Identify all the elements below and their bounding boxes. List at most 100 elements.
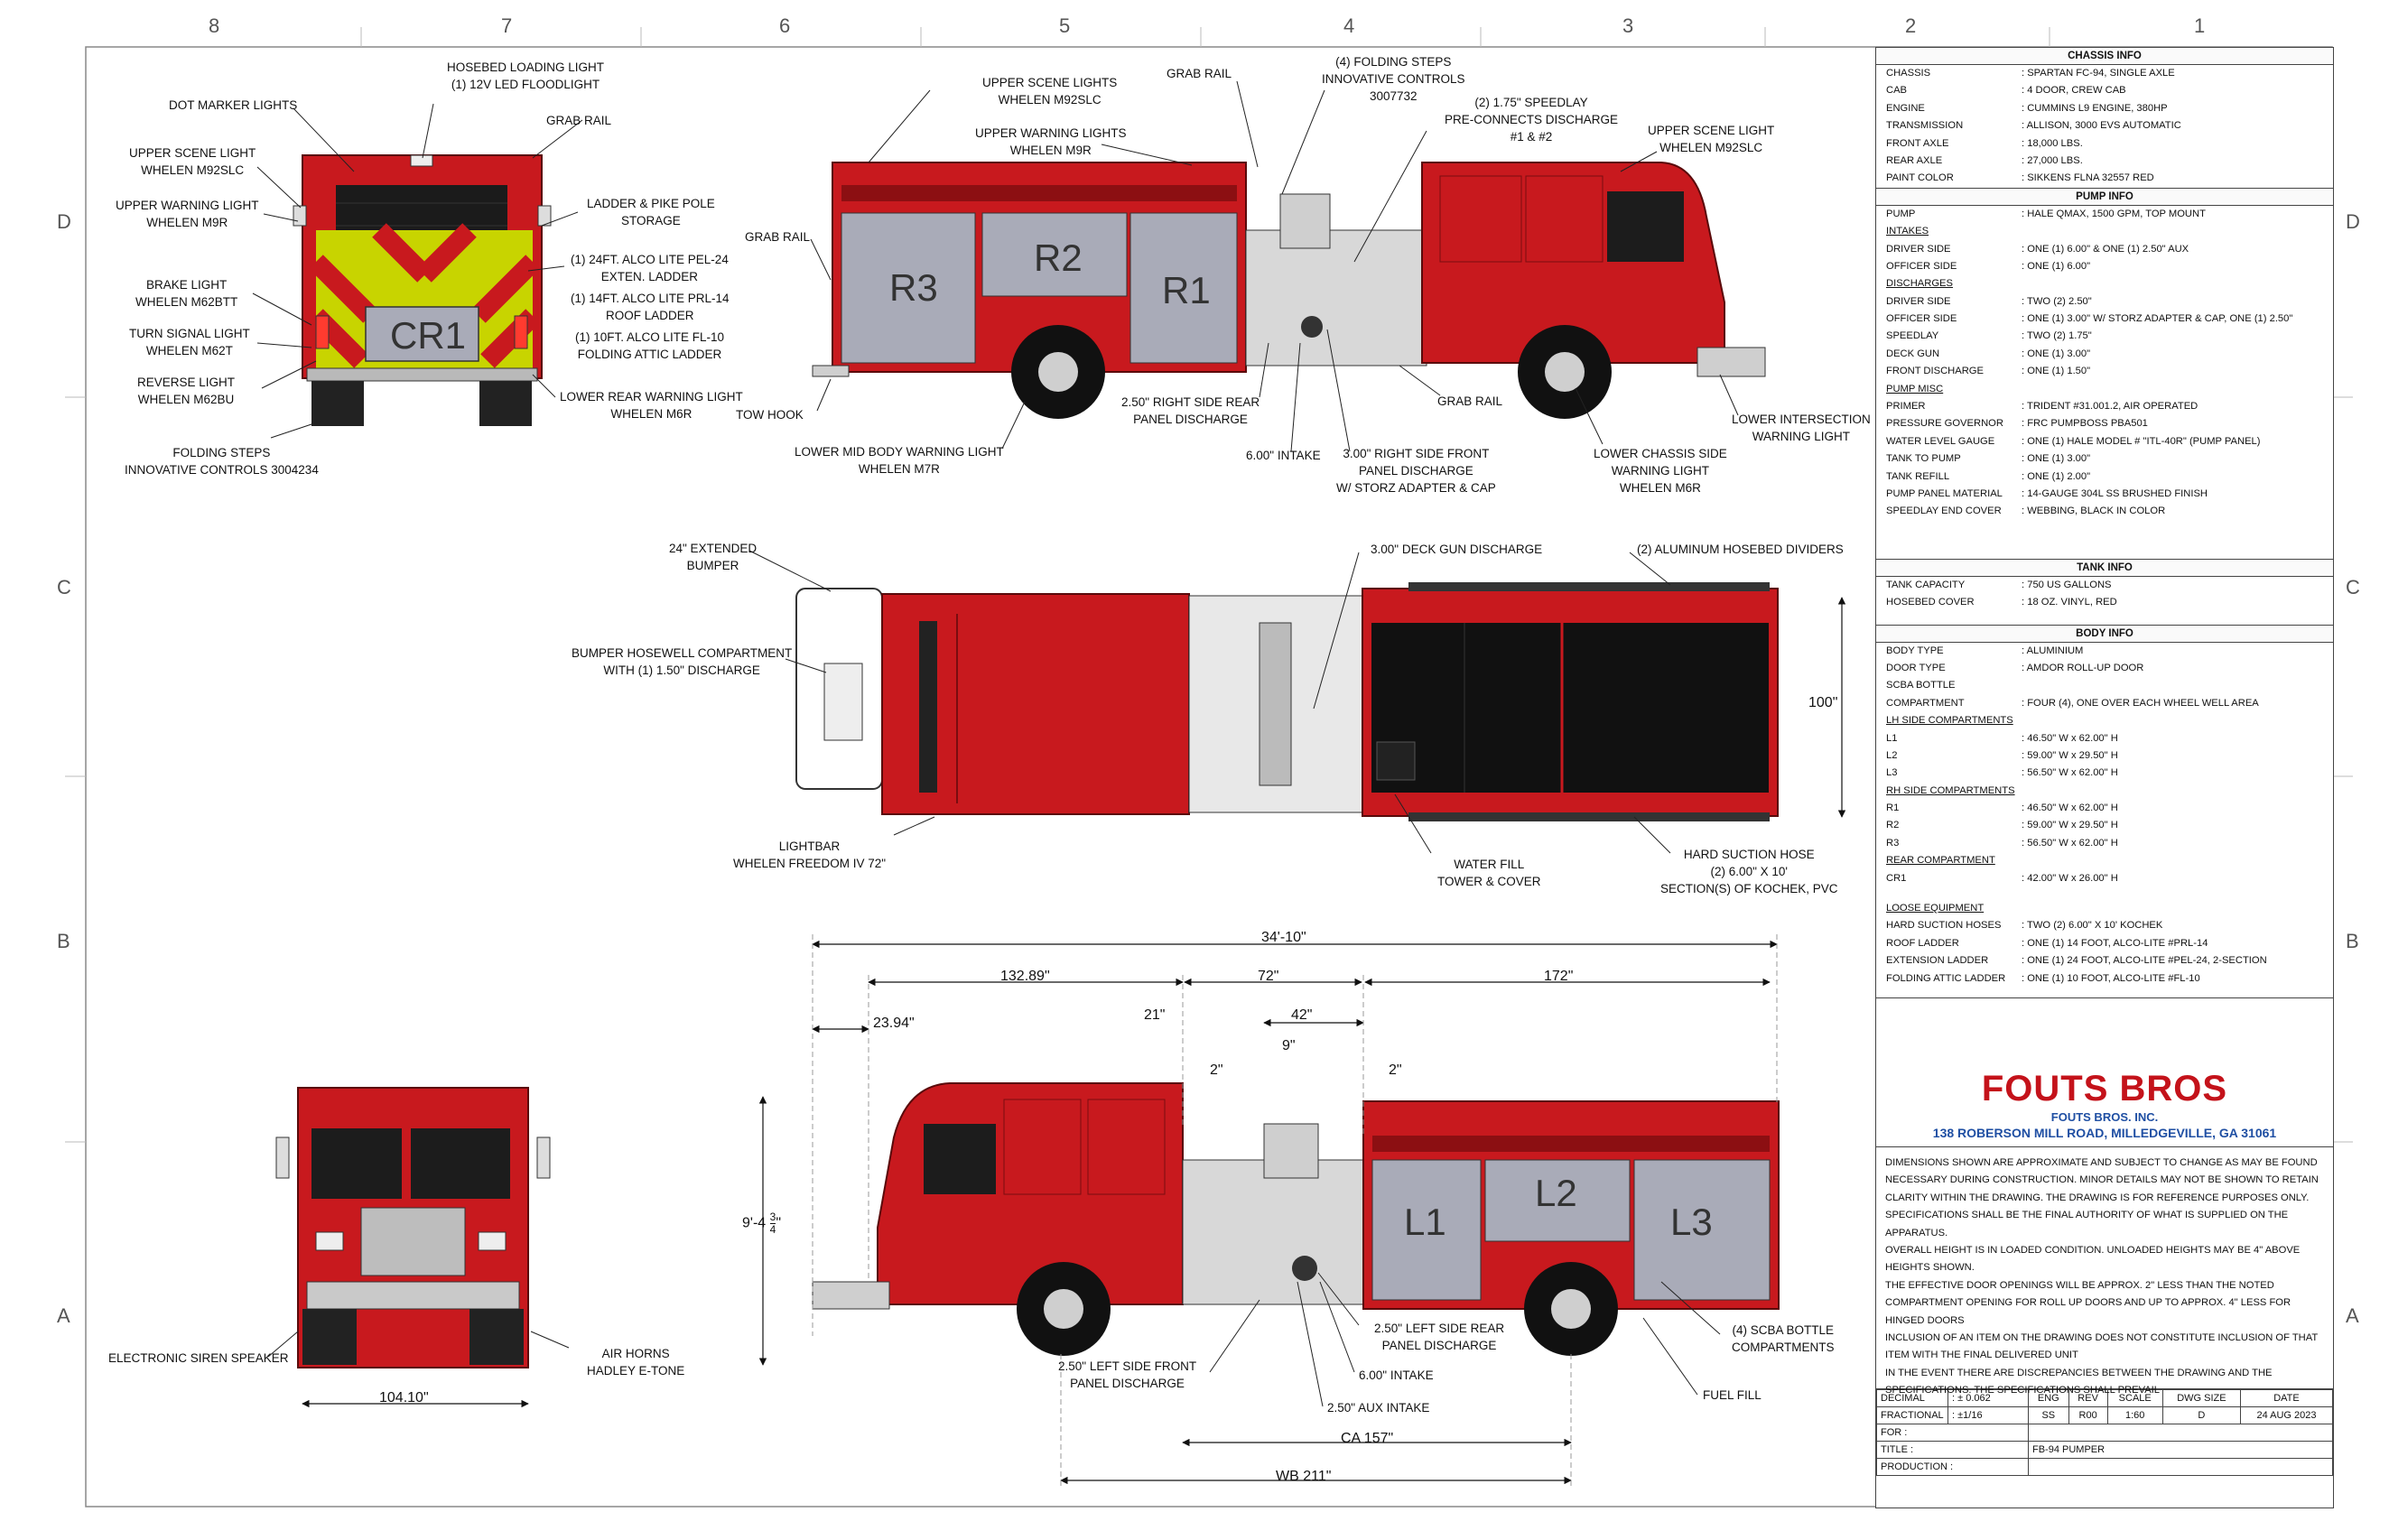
zone-row-a-left: A	[57, 1304, 70, 1327]
loose-equipment-row: ROOF LADDER: ONE (1) 14 FOOT, ALCO-LITE …	[1876, 935, 2333, 952]
dim-42: 42"	[1291, 1007, 1313, 1023]
loose-equipment-row: EXTENSION LADDER: ONE (1) 24 FOOT, ALCO-…	[1876, 952, 2333, 969]
tb-decimal-label: DECIMAL	[1876, 1388, 1948, 1407]
zone-row-b-right: B	[2346, 930, 2359, 952]
dim-132-89: 132.89"	[1000, 969, 1050, 984]
lh-compartment-row-value: : 46.50" W x 62.00" H	[2022, 732, 2118, 744]
callout-aux-intake: 2.50" AUX INTAKE	[1327, 1401, 1430, 1415]
tb-for-label: FOR :	[1876, 1423, 2029, 1442]
pump-misc-row: PRIMER: TRIDENT #31.001.2, AIR OPERATED	[1876, 398, 2333, 415]
dim-172: 172"	[1544, 969, 1574, 984]
pump-misc-row-key: PUMP PANEL MATERIAL	[1886, 487, 2003, 499]
pump-misc-row: TANK TO PUMP : ONE (1) 3.00"	[1876, 450, 2333, 468]
tb-production-value	[2028, 1457, 2333, 1476]
rh-compartments-list: R1 : 46.50" W x 62.00" H R2: 59.00" W x 29…	[1876, 800, 2333, 852]
discharges-heading: DISCHARGES	[1886, 278, 1953, 290]
rear-compartment-row: CR1: 42.00" W x 26.00" H	[1876, 870, 2333, 887]
title-block: DECIMAL : ± 0.062 ENG REV SCALE DWG SIZE…	[1876, 1387, 2334, 1476]
rh-compartments-heading: RH SIDE COMPARTMENTS	[1886, 784, 2015, 796]
dim-21: 21"	[1144, 1007, 1166, 1023]
compartment-label-r2: R2	[1034, 237, 1083, 279]
loose-equipment-row-value: : ONE (1) 10 FOOT, ALCO-LITE #FL-10	[2022, 972, 2200, 984]
chassis-row-value: : 18,000 LBS.	[2022, 137, 2083, 149]
body-row-value: : ALUMINIUM	[2022, 645, 2084, 656]
tb-eng-value: SS	[2028, 1405, 2069, 1424]
tank-row: TANK CAPACITY: 750 US GALLONS	[1876, 577, 2333, 594]
pump-misc-row-key: TANK REFILL	[1886, 470, 1950, 482]
pump-misc-row: PUMP PANEL MATERIAL: 14-GAUGE 304L SS BR…	[1876, 486, 2333, 503]
pump-misc-row: TANK REFILL : ONE (1) 2.00"	[1876, 468, 2333, 486]
rh-compartment-row: R2: 59.00" W x 29.50" H	[1876, 817, 2333, 834]
loose-equipment-row: FOLDING ATTIC LADDER: ONE (1) 10 FOOT, A…	[1876, 970, 2333, 988]
right-side-view	[812, 162, 1766, 419]
pump-value: : HALE QMAX, 1500 GPM, TOP MOUNT	[2022, 208, 2206, 219]
loose-equipment-heading: LOOSE EQUIPMENT	[1886, 903, 1985, 914]
callout-dot-marker-lights: DOT MARKER LIGHTS	[169, 98, 298, 112]
pump-misc-row-value: : ONE (1) 2.00"	[2022, 470, 2091, 482]
callout-fuel-fill: FUEL FILL	[1703, 1388, 1762, 1402]
pump-misc-row-key: PRIMER	[1886, 401, 1926, 413]
zone-col-1: 1	[2194, 14, 2206, 37]
callout-grab-rail-right-top: GRAB RAIL	[1167, 67, 1232, 80]
pump-misc-row: SPEEDLAY END COVER: WEBBING, BLACK IN CO…	[1876, 503, 2333, 520]
lh-compartment-row-key: L1	[1886, 732, 1898, 744]
lh-compartment-row: L2: 59.00" W x 29.50" H	[1876, 747, 2333, 765]
pump-misc-row-value: : ONE (1) 3.00"	[2022, 453, 2091, 465]
body-row-value	[2022, 677, 2333, 694]
callout-hard-suction-hose: HARD SUCTION HOSE(2) 6.00" X 10'SECTION(…	[1660, 848, 1838, 895]
rear-compartment-row-key: CR1	[1886, 872, 1907, 884]
dim-overall-length: 34'-10"	[1261, 930, 1306, 945]
pump-misc-row: PRESSURE GOVERNOR: FRC PUMPBOSS PBA501	[1876, 415, 2333, 432]
callout-siren-speaker: ELECTRONIC SIREN SPEAKER	[108, 1351, 289, 1365]
lh-compartment-row: L1 : 46.50" W x 62.00" H	[1876, 730, 2333, 747]
discharge-row: SPEEDLAY: TWO (2) 1.75"	[1876, 328, 2333, 345]
zone-row-d-right: D	[2346, 210, 2360, 233]
loose-equipment-row-key: ROOF LADDER	[1886, 937, 1959, 949]
body-info-title: BODY INFO	[1876, 624, 2333, 643]
chassis-row-key: CHASSIS	[1886, 68, 1931, 79]
dim-top-width: 100"	[1808, 695, 1838, 710]
intakes-list: DRIVER SIDE: ONE (1) 6.00" & ONE (1) 2.5…	[1876, 241, 2333, 276]
height-frac-den: 4	[769, 1223, 776, 1236]
zone-row-a-right: A	[2346, 1304, 2359, 1327]
pump-misc-row-key: TANK TO PUMP	[1886, 453, 1961, 465]
tank-row: HOSEBED COVER: 18 OZ. VINYL, RED	[1876, 594, 2333, 611]
discharge-row: DECK GUN: ONE (1) 3.00"	[1876, 346, 2333, 363]
chassis-row-key: REAR AXLE	[1886, 154, 1943, 166]
callout-left-6in-intake: 6.00" INTAKE	[1359, 1368, 1434, 1382]
compartment-label-l1: L1	[1404, 1201, 1446, 1243]
rh-compartment-row-key: R1	[1886, 802, 1900, 814]
body-row-value: : AMDOR ROLL-UP DOOR	[2022, 662, 2144, 673]
chassis-row-key: CAB	[1886, 85, 1908, 97]
zone-col-6: 6	[779, 14, 791, 37]
pump-misc-heading: PUMP MISC	[1886, 383, 1944, 394]
rh-compartment-row-value: : 46.50" W x 62.00" H	[2022, 802, 2118, 814]
discharge-row-key: DECK GUN	[1886, 348, 1940, 359]
body-row-key: DOOR TYPE	[1886, 662, 1946, 673]
chassis-row-value: : SIKKENS FLNA 32557 RED	[2022, 172, 2154, 184]
front-view	[275, 1087, 551, 1368]
dim-ca: CA 157"	[1341, 1431, 1394, 1446]
loose-equipment-row: HARD SUCTION HOSES: TWO (2) 6.00" X 10' …	[1876, 917, 2333, 934]
zone-row-d-left: D	[57, 210, 71, 233]
discharge-row: OFFICER SIDE: ONE (1) 3.00" W/ STORZ ADA…	[1876, 311, 2333, 328]
callout-deck-gun-discharge: 3.00" DECK GUN DISCHARGE	[1371, 543, 1543, 556]
tb-dwg-value: D	[2161, 1405, 2241, 1424]
dim-wb: WB 211"	[1276, 1469, 1332, 1484]
discharge-row-value: : TWO (2) 1.75"	[2022, 330, 2092, 342]
rh-compartment-row: R1 : 46.50" W x 62.00" H	[1876, 800, 2333, 817]
discharge-row-key: FRONT DISCHARGE	[1886, 366, 1984, 377]
tb-scale-header: SCALE	[2106, 1388, 2163, 1407]
discharge-row: FRONT DISCHARGE: ONE (1) 1.50"	[1876, 363, 2333, 380]
zone-col-2: 2	[1905, 14, 1917, 37]
callout-rear-grab-rail: GRAB RAIL	[546, 114, 612, 127]
